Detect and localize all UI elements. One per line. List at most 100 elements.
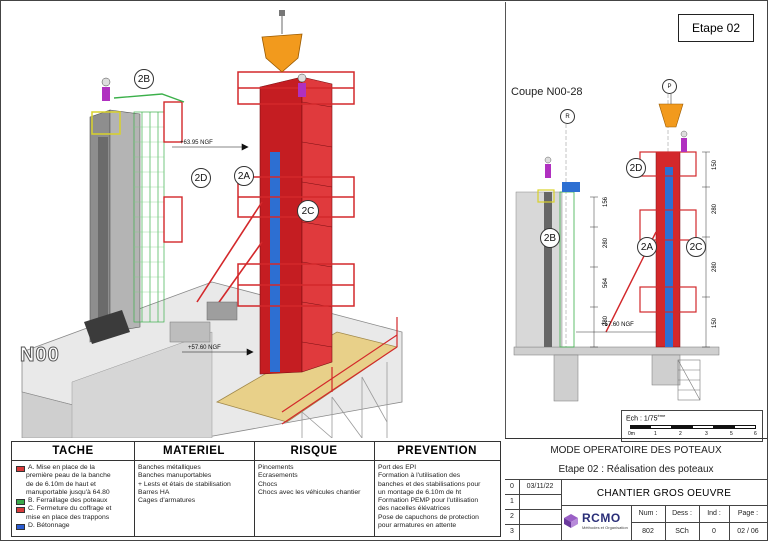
prevention-item: Port des EPI (378, 464, 417, 471)
revision-index: 1 (510, 498, 514, 505)
prevention-item: un montage de 6.10m de ht (378, 488, 462, 496)
callout-2b: 2B (134, 69, 154, 89)
scale-tick-3: 3 (705, 431, 708, 437)
field-value: SCh (675, 528, 689, 535)
floor-label: N00 (20, 344, 60, 367)
field-value: 802 (642, 528, 654, 535)
prevention-item: banches et des stabilisations pour (378, 480, 481, 488)
level-label-upper: +63.95 NGF (180, 140, 213, 146)
materiel-item: + Lests et étais de stabilisation (138, 480, 231, 488)
callout-2c: 2C (297, 200, 319, 222)
color-swatch-icon (16, 466, 25, 472)
dim-right-150b: 150 (712, 317, 719, 329)
scaffolding (301, 362, 388, 438)
perspective-drawing (21, 10, 403, 438)
revision-date (519, 494, 561, 509)
revision-date (519, 509, 561, 524)
tache-item: C. Fermeture du coffrage et (16, 505, 130, 514)
scale-tick-2: 2 (679, 431, 682, 437)
field-label: Num : (638, 510, 658, 517)
risque-item: Ecrasements (258, 472, 298, 480)
title-block-title: MODE OPERATOIRE DES POTEAUX (550, 445, 722, 456)
field-value: 0 (712, 528, 716, 535)
section-level-label: +57.60 NGF (601, 322, 634, 328)
prevention-item: pour armatures en attente (378, 522, 457, 530)
risque-header: RISQUE (254, 442, 374, 461)
tache-text: D. Bétonnage (28, 522, 70, 530)
perspective-view: +63.95 NGF +57.60 NGF N00 2B 2D 2A 2C (2, 2, 504, 438)
materiel-item: Cages d'armatures (138, 497, 196, 505)
working-platforms (237, 71, 355, 307)
nacelle-basket (91, 111, 121, 135)
materiel-item: Banches métalliques (138, 464, 201, 471)
revision-index: 3 (510, 528, 514, 535)
section-title: Coupe N00-28 (511, 86, 583, 98)
dim-right-280b: 280 (712, 261, 719, 273)
level-marker-lower (182, 348, 254, 356)
section-callout-2a: 2A (637, 237, 657, 257)
tache-item: A. Mise en place de la (16, 464, 130, 472)
rcmo-logo-icon (564, 513, 578, 528)
revision-index: 0 (510, 483, 514, 490)
revision-index: 2 (510, 513, 514, 520)
scale-tick-0: 0m (628, 431, 635, 437)
company-logo: RCMO Méthodes et Organisation (563, 511, 628, 530)
revision-date (519, 524, 561, 539)
dim-right-280: 280 (712, 203, 719, 215)
tache-item: D. Bétonnage (16, 522, 130, 531)
scale-tick-5: 5 (730, 431, 733, 437)
field-label: Page : (737, 510, 759, 517)
section-callout-2d: 2D (626, 158, 646, 178)
section-drawing (513, 94, 720, 402)
tache-text: C. Fermeture du coffrage et (28, 505, 112, 513)
risque-item: Chocs (258, 480, 278, 488)
color-swatch-icon (16, 499, 25, 506)
tache-text: B. Ferraillage des poteaux (28, 497, 108, 505)
prevention-header: PREVENTION (374, 442, 500, 461)
concrete-bucket (261, 33, 303, 73)
tache-header: TACHE (12, 442, 134, 461)
title-block: MODE OPERATOIRE DES POTEAUX Etape 02 : R… (505, 438, 767, 541)
scale-label: Ech : 1/75ème (626, 413, 666, 423)
callout-2a: 2A (234, 166, 254, 186)
level-label-lower: +57.60 NGF (188, 345, 221, 351)
tache-item: B. Ferraillage des poteaux (16, 497, 130, 506)
section-callout-2b: 2B (540, 228, 560, 248)
field-label: Ind : (707, 510, 721, 517)
callout-2d: 2D (191, 168, 211, 188)
color-swatch-icon (16, 507, 25, 514)
field-label: Dess : (672, 510, 692, 517)
dim-left-280: 280 (603, 237, 610, 249)
materiel-header: MATERIEL (134, 442, 254, 461)
tache-text-cont: de de 6.10m de haut et (26, 480, 96, 488)
prevention-item: Formation à l'utilisation des (378, 472, 461, 480)
revision-date: 03/11/22 (526, 483, 554, 490)
section-view: 156 280 564 280 150 280 280 150 +57.60 N… (505, 2, 768, 438)
scale-ruler (630, 425, 756, 429)
concrete-pour (270, 152, 280, 372)
section-callout-2c: 2C (686, 237, 706, 257)
tache-text-cont: mise en place des trappons (26, 513, 110, 521)
axis-bubble-r: R (560, 109, 575, 124)
formwork-column (259, 76, 303, 375)
logo-text: RCMO (582, 511, 621, 525)
title-block-subtitle: Etape 02 : Réalisation des poteaux (558, 464, 714, 475)
tache-text-cont: première peau de la banche (26, 472, 111, 480)
step-label-box: Etape 02 (678, 14, 754, 42)
risque-item: Pincements (258, 464, 294, 471)
dim-left-564: 564 (603, 277, 610, 289)
tache-text-cont: manuportable jusqu'à 64.80 (26, 488, 110, 496)
scale-tick-1: 1 (654, 431, 657, 437)
field-value: 02 / 06 (737, 528, 759, 535)
materiel-item: Banches manuportables (138, 472, 212, 480)
scale-bar: Ech : 1/75ème 0m 1 2 3 5 6 (621, 410, 763, 442)
scale-tick-6: 6 (754, 431, 757, 437)
axis-bubble-p: P (662, 79, 677, 94)
project-name: CHANTIER GROS OEUVRE (596, 487, 732, 499)
